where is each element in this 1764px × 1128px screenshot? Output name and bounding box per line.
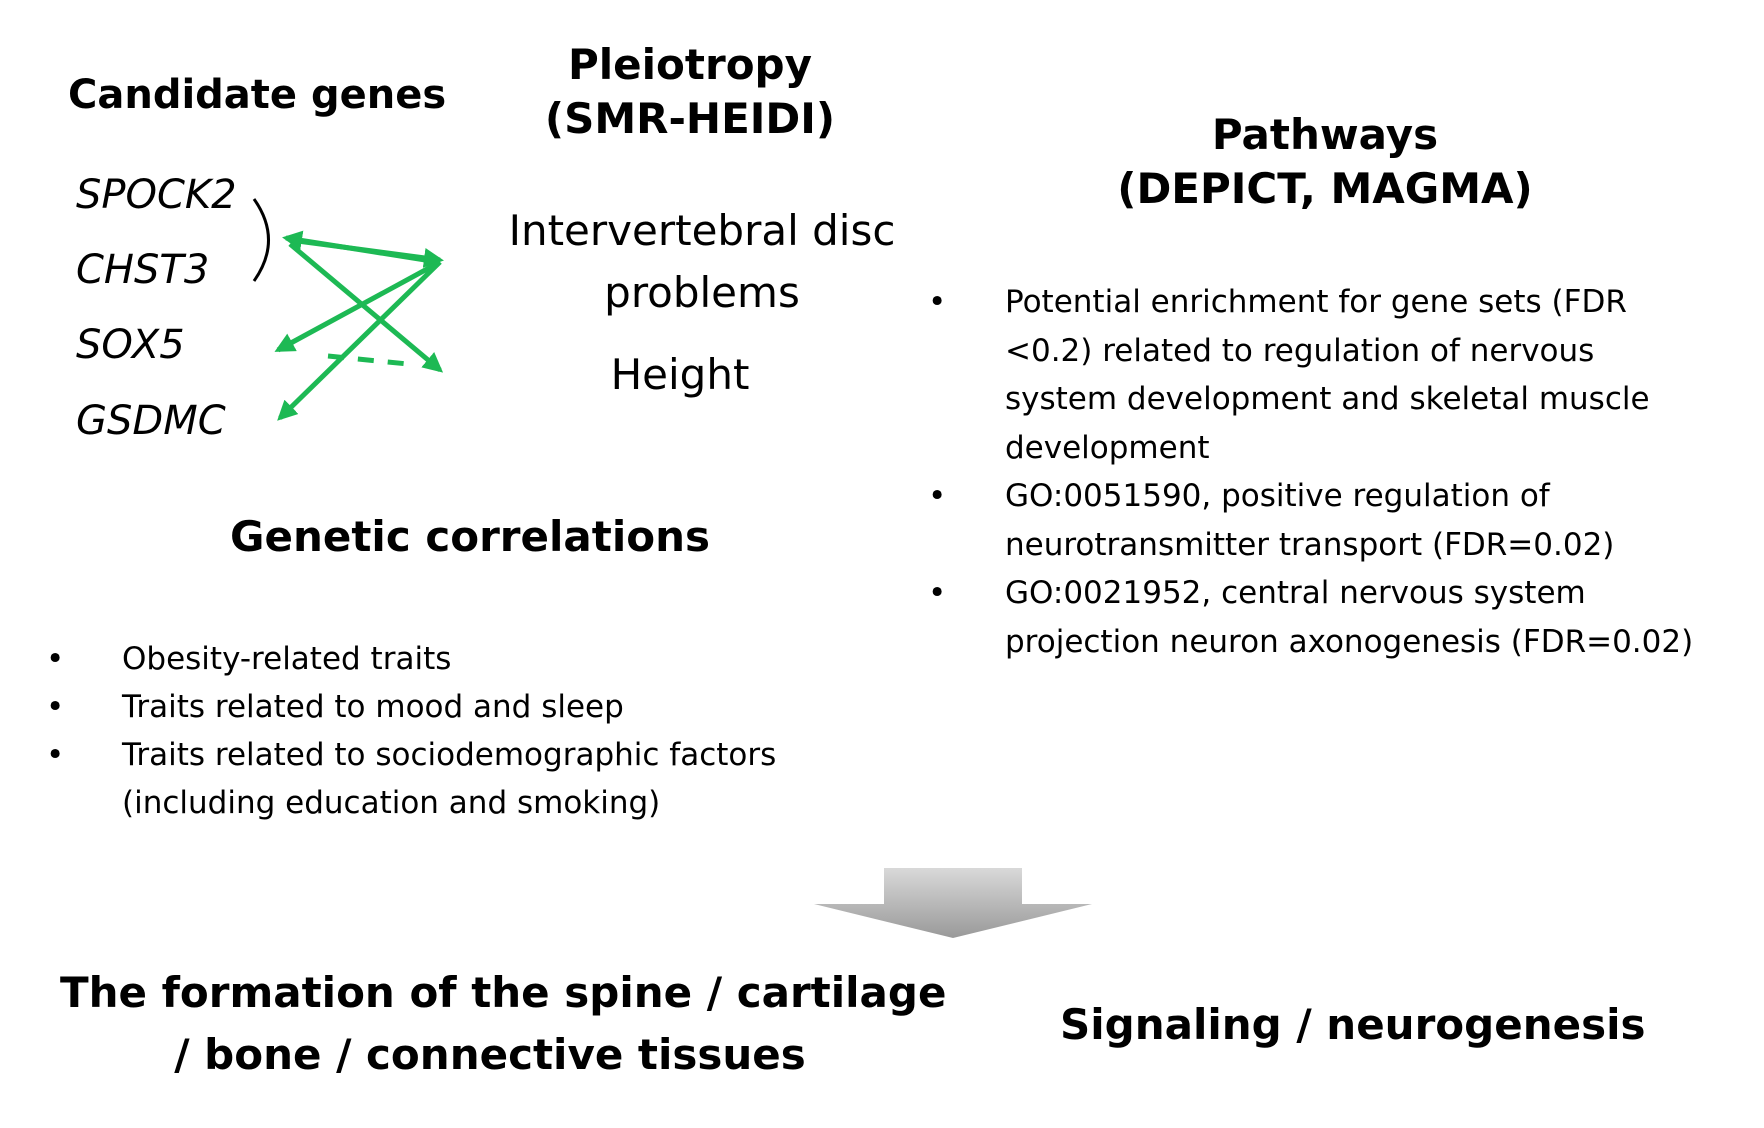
genetic-correlations-item: • Traits related to sociodemographic fac…: [46, 731, 866, 827]
bullet-dot: •: [928, 478, 947, 514]
down-arrow: [814, 868, 1092, 938]
bullet-dot: •: [46, 641, 65, 677]
pathways-title: Pathways (DEPICT, MAGMA): [1117, 110, 1533, 213]
genetic-correlations-item: • Traits related to mood and sleep: [46, 683, 866, 731]
genetic-correlations-title: Genetic correlations: [230, 512, 710, 561]
bullet-dot: •: [928, 575, 947, 611]
pathways-item: • GO:0051590, positive regulation of neu…: [928, 472, 1738, 569]
conclusion-signaling: Signaling / neurogenesis: [1060, 1000, 1646, 1049]
arrow-disc-to-gsdmc: [277, 260, 442, 421]
trait-height: Height: [610, 350, 750, 399]
pleiotropy-title: Pleiotropy (SMR-HEIDI): [544, 40, 836, 143]
gene-chst3: CHST3: [76, 247, 210, 293]
arrow-disc-to-sox5: [274, 259, 442, 353]
trait-intervertebral-disc: Intervertebral disc problems: [508, 206, 896, 317]
arrow-sox5-to-height-dashed: [327, 353, 409, 367]
arrow-spock2-chst3-to-disc: [289, 237, 444, 268]
gene-spock2: SPOCK2: [76, 172, 237, 218]
bullet-dot: •: [928, 284, 947, 320]
association-arrows: [274, 230, 444, 421]
genetic-correlations-item: • Obesity-related traits: [46, 635, 866, 683]
conclusion-spine-formation: The formation of the spine / cartilage /…: [60, 968, 947, 1079]
gene-group-bracket: [252, 198, 270, 282]
pathways-list: • Potential enrichment for gene sets (FD…: [928, 278, 1738, 666]
bullet-dot: •: [46, 689, 65, 725]
gene-gsdmc: GSDMC: [76, 398, 226, 444]
candidate-genes-title: Candidate genes: [68, 72, 447, 118]
arrow-spock2-chst3-to-height: [288, 242, 444, 373]
pathways-item: • GO:0021952, central nervous system pro…: [928, 569, 1738, 666]
genetic-correlations-list: • Obesity-related traits • Traits relate…: [46, 635, 866, 827]
gene-sox5: SOX5: [76, 322, 185, 368]
bullet-dot: •: [46, 737, 65, 773]
pathways-item: • Potential enrichment for gene sets (FD…: [928, 278, 1738, 472]
